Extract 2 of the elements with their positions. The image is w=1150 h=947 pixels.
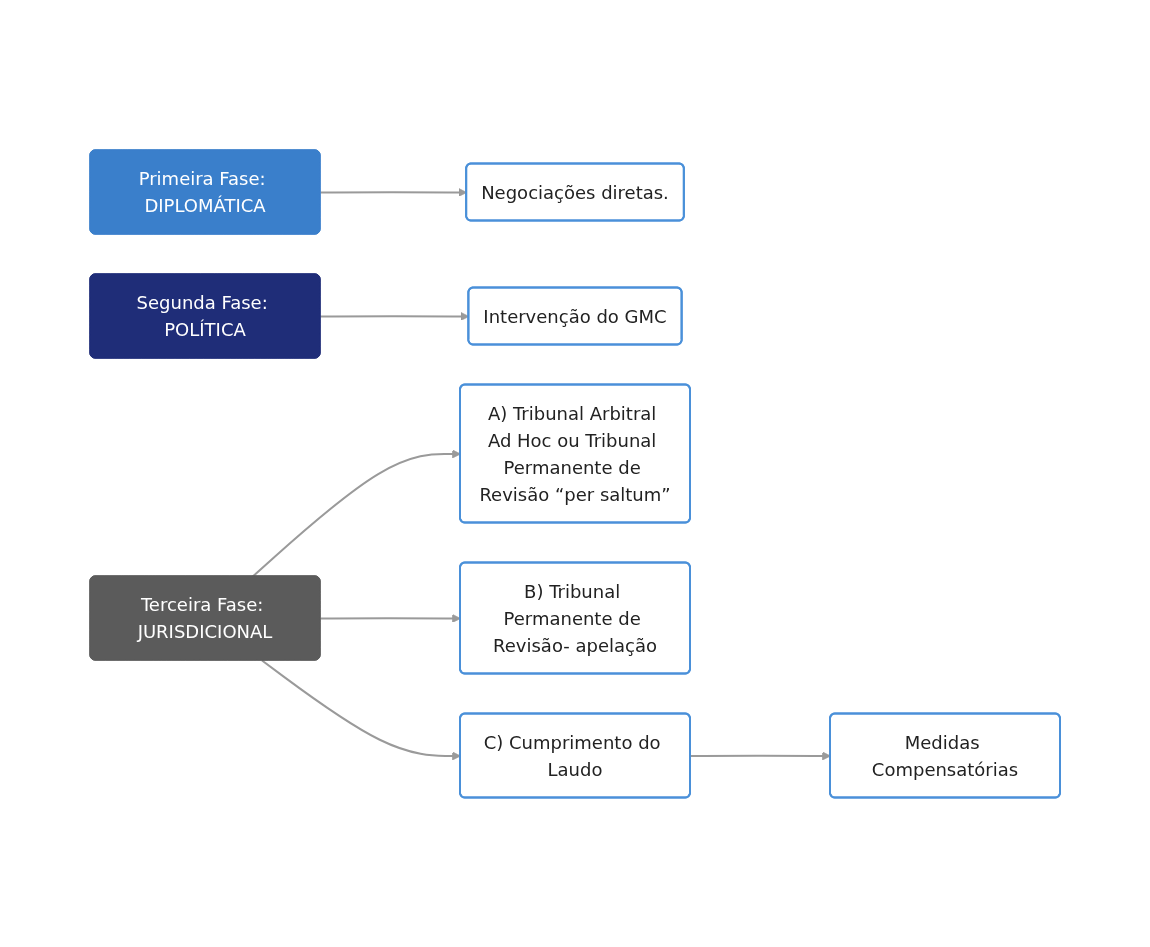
arrow [261,659,461,761]
arrow [319,613,461,623]
